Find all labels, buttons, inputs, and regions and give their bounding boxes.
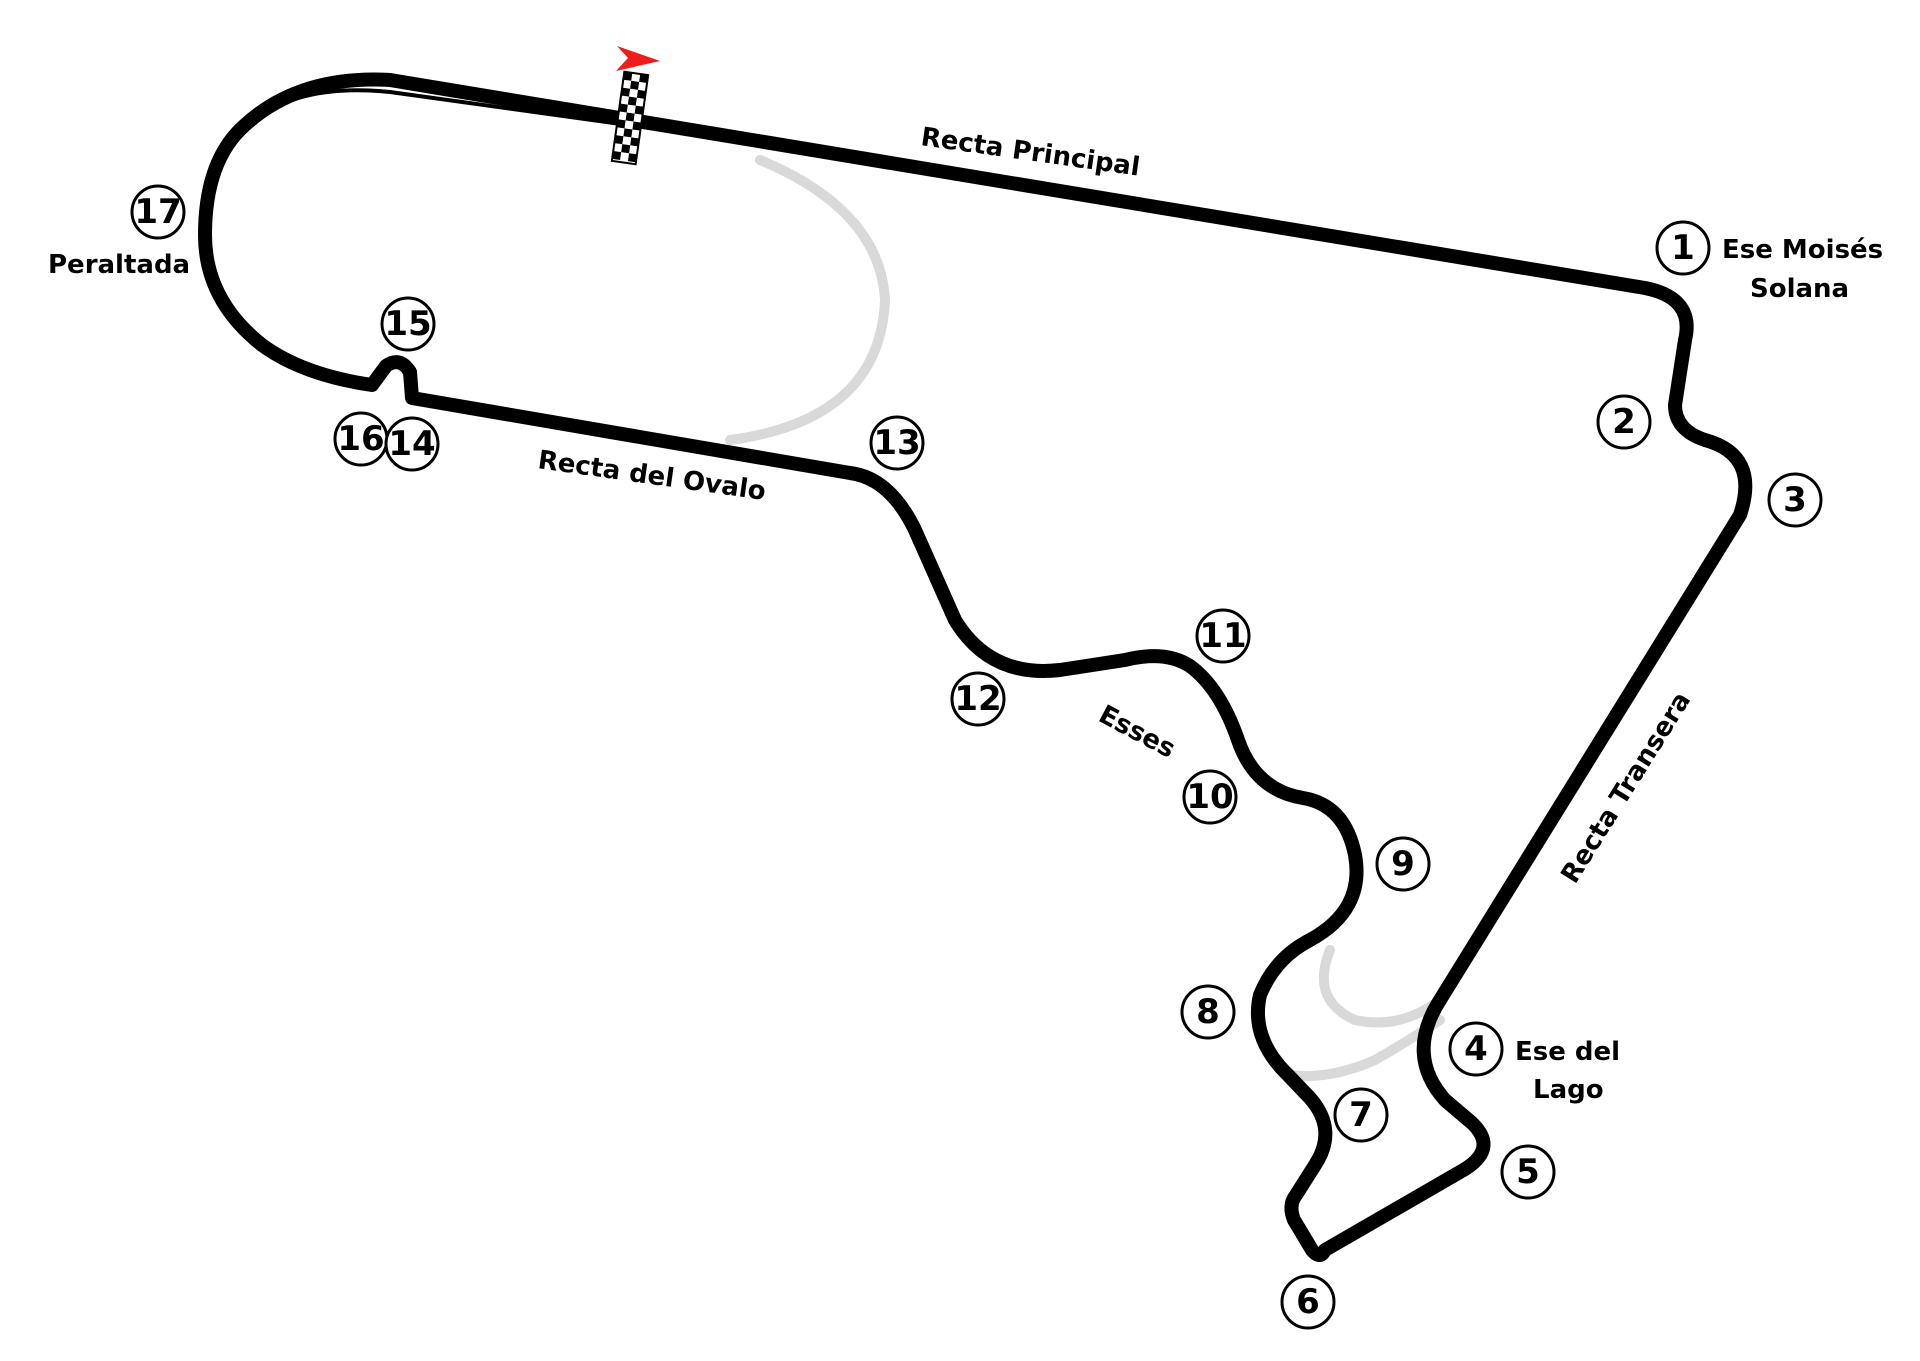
svg-text:17: 17 — [134, 192, 181, 232]
svg-text:3: 3 — [1783, 480, 1807, 520]
unused-stadium-section-a — [1318, 945, 1445, 1028]
svg-text:9: 9 — [1391, 844, 1415, 884]
turn-marker-10: 10 — [1182, 769, 1238, 825]
svg-text:10: 10 — [1186, 777, 1233, 817]
turn-marker-3: 3 — [1767, 472, 1823, 528]
turn-marker-4: 4 — [1448, 1021, 1504, 1077]
turn-marker-5: 5 — [1500, 1144, 1556, 1200]
label-ese-moises-line1: Ese Moisés — [1722, 235, 1883, 265]
direction-arrow-icon — [616, 46, 660, 71]
svg-text:8: 8 — [1196, 992, 1220, 1032]
svg-text:2: 2 — [1612, 402, 1636, 442]
svg-text:12: 12 — [954, 679, 1001, 719]
turn-marker-8: 8 — [1180, 984, 1236, 1040]
svg-text:14: 14 — [388, 424, 435, 464]
svg-text:13: 13 — [873, 423, 920, 463]
label-ese-moises-line2: Solana — [1750, 274, 1849, 304]
circuit-track — [198, 72, 1753, 1262]
svg-text:4: 4 — [1464, 1029, 1488, 1069]
turn-marker-12: 12 — [950, 671, 1006, 727]
svg-text:7: 7 — [1349, 1095, 1373, 1135]
label-ese-lago-line2: Lago — [1533, 1075, 1604, 1105]
svg-text:16: 16 — [337, 419, 384, 459]
turn-marker-14: 14 — [384, 416, 440, 472]
turn-marker-7: 7 — [1333, 1087, 1389, 1143]
turn-marker-6: 6 — [1280, 1274, 1336, 1330]
turn-marker-11: 11 — [1195, 608, 1251, 664]
turn-marker-1: 1 — [1655, 220, 1711, 276]
turn-marker-17: 17 — [130, 184, 186, 240]
turn-marker-16: 16 — [333, 411, 389, 467]
turn-marker-2: 2 — [1596, 394, 1652, 450]
turn-marker-15: 15 — [380, 296, 436, 352]
label-ese-lago-line1: Ese del — [1515, 1037, 1620, 1067]
svg-text:1: 1 — [1671, 228, 1695, 268]
checkered-flag-icon — [610, 70, 650, 166]
svg-text:5: 5 — [1516, 1152, 1540, 1192]
turn-marker-13: 13 — [869, 415, 925, 471]
label-peraltada: Peraltada — [48, 250, 190, 280]
svg-text:11: 11 — [1199, 616, 1246, 656]
turn-marker-9: 9 — [1375, 836, 1431, 892]
svg-text:15: 15 — [384, 304, 431, 344]
label-esses: Esses — [1094, 700, 1180, 765]
svg-text:6: 6 — [1296, 1282, 1320, 1322]
unused-oval-section — [725, 155, 891, 445]
